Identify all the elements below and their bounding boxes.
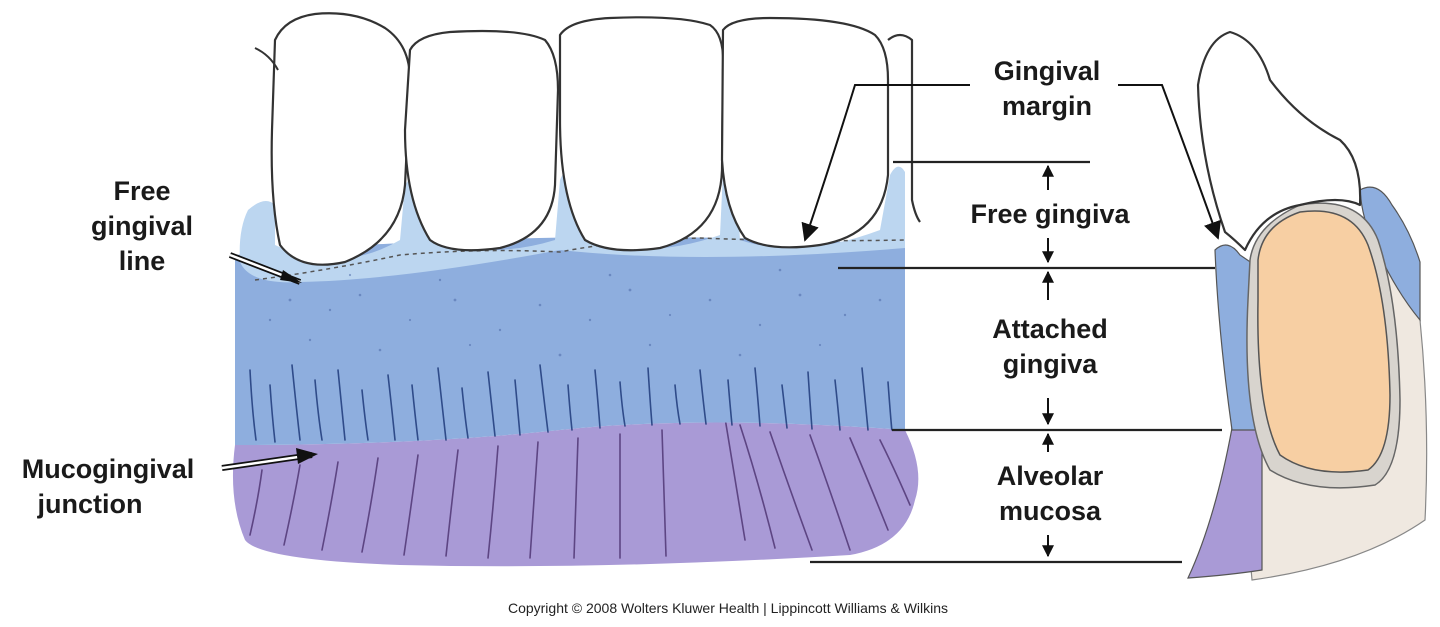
stippling (268, 268, 882, 357)
attached-striations (249, 364, 893, 443)
label-free-gingival-line-3: line (119, 246, 166, 276)
free-gingival-groove (254, 237, 906, 281)
label-gingival-margin-1: Gingival (994, 56, 1101, 86)
gingival-margin-leader-cross (1118, 84, 1221, 240)
label-mucogingival-junction-2: junction (37, 489, 143, 519)
tooth-2 (403, 29, 560, 252)
tooth-crown (1196, 30, 1362, 252)
reference-lines (810, 160, 1222, 564)
mucosa-striations (249, 422, 911, 559)
label-attached-gingiva-2: gingiva (1003, 349, 1098, 379)
cross-section-view (1118, 30, 1428, 581)
copyright-notice: Copyright © 2008 Wolters Kluwer Health |… (508, 600, 948, 616)
label-alveolar-mucosa-1: Alveolar (997, 461, 1104, 491)
tooth-root (1257, 210, 1391, 473)
label-free-gingiva: Free gingiva (970, 199, 1130, 229)
label-alveolar-mucosa-2: mucosa (999, 496, 1102, 526)
tooth-3 (558, 16, 725, 252)
front-view (221, 12, 970, 567)
tooth-5-partial (887, 33, 921, 223)
gingival-margin-leader-front (801, 84, 970, 242)
tooth-1 (270, 12, 412, 266)
label-attached-gingiva-1: Attached (992, 314, 1108, 344)
labels: Gingival margin Free gingival line Free … (22, 56, 1131, 616)
tooth-4 (720, 16, 890, 249)
label-free-gingival-line-1: Free (113, 176, 170, 206)
label-gingival-margin-2: margin (1002, 91, 1092, 121)
cross-section-mucosa (1187, 427, 1263, 579)
label-mucogingival-junction-1: Mucogingival (22, 454, 195, 484)
teeth (254, 12, 921, 266)
free-gingiva-region (239, 165, 905, 283)
tooth-0-partial (254, 47, 279, 71)
label-free-gingival-line-2: gingival (91, 211, 193, 241)
attached-gingiva-region (235, 237, 905, 445)
